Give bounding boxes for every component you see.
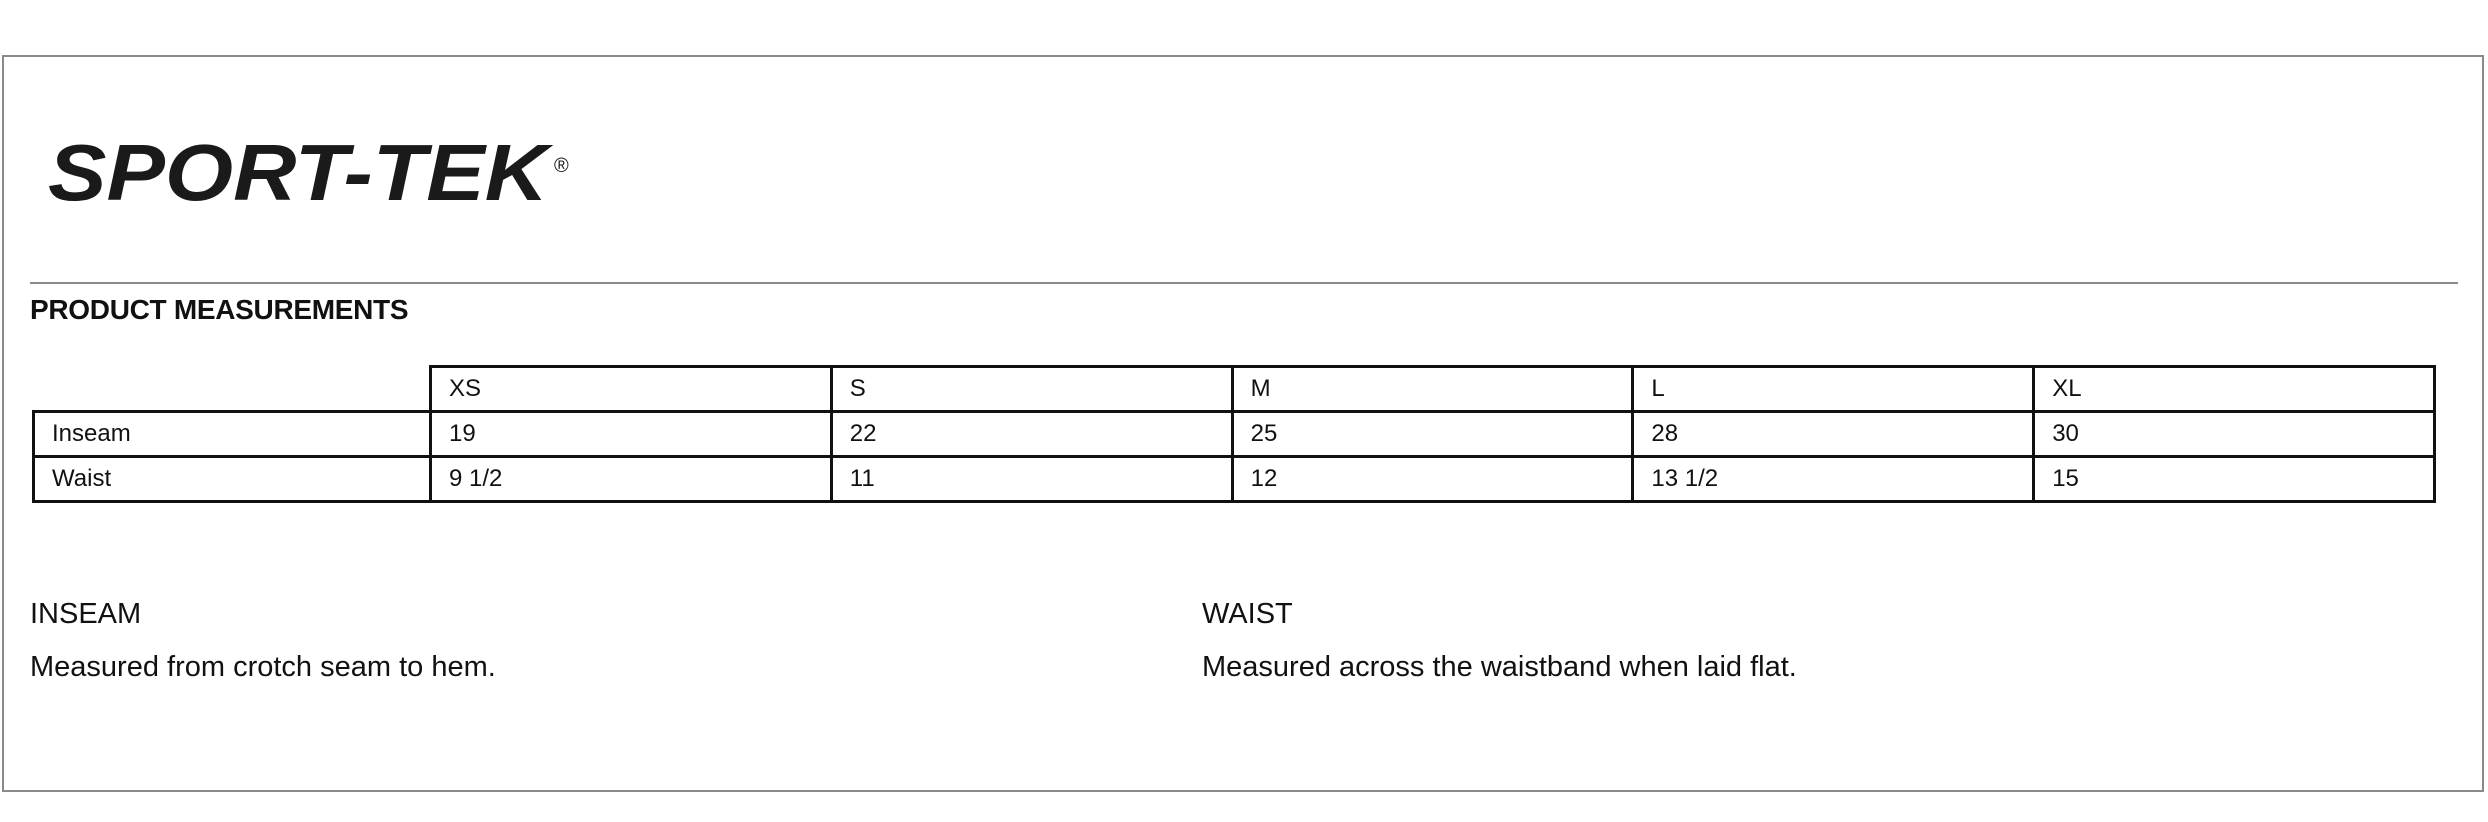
size-header-m: M — [1230, 365, 1635, 412]
inseam-definition-text: Measured from crotch seam to hem. — [30, 651, 496, 683]
row-label-inseam: Inseam — [32, 410, 432, 458]
row-label-waist: Waist — [32, 455, 432, 503]
inseam-definition-title: INSEAM — [30, 598, 142, 630]
size-header-s: S — [829, 365, 1234, 412]
table-cell: 28 — [1631, 410, 2036, 458]
document-frame — [2, 55, 2484, 792]
table-header-row: XS S M L XL — [33, 365, 2436, 412]
header-divider — [30, 282, 2458, 284]
table-cell: 12 — [1230, 455, 1635, 503]
table-row-inseam: Inseam 19 22 25 28 30 — [32, 410, 2436, 458]
table-cell: 22 — [829, 410, 1234, 458]
size-header-xl: XL — [2032, 365, 2436, 412]
waist-definition-title: WAIST — [1202, 598, 1293, 630]
size-header-xs: XS — [429, 365, 833, 412]
table-cell: 25 — [1230, 410, 1635, 458]
table-row-waist: Waist 9 1/2 11 12 13 1/2 15 — [32, 455, 2436, 503]
table-corner-cell — [33, 366, 432, 412]
section-title: PRODUCT MEASUREMENTS — [30, 294, 409, 325]
table-cell: 9 1/2 — [429, 455, 833, 503]
logo-wordmark: SPORT-TEK — [48, 130, 554, 217]
table-cell: 30 — [2032, 410, 2436, 458]
waist-definition: WAIST Measured across the waistband when… — [1202, 598, 1797, 684]
sport-tek-logo-graphic: SPORT-TEK ® — [48, 130, 569, 217]
waist-definition-text: Measured across the waistband when laid … — [1202, 651, 1797, 683]
sport-tek-logo: SPORT-TEK ® — [42, 130, 582, 220]
table-cell: 15 — [2032, 455, 2436, 503]
size-header-l: L — [1631, 365, 2036, 412]
table-cell: 11 — [829, 455, 1234, 503]
registered-mark: ® — [554, 155, 569, 177]
measurements-table: XS S M L XL Inseam 19 22 25 28 30 Waist … — [32, 365, 2436, 503]
table-cell: 13 1/2 — [1631, 455, 2036, 503]
inseam-definition: INSEAM Measured from crotch seam to hem. — [30, 598, 496, 684]
table-cell: 19 — [429, 410, 833, 458]
